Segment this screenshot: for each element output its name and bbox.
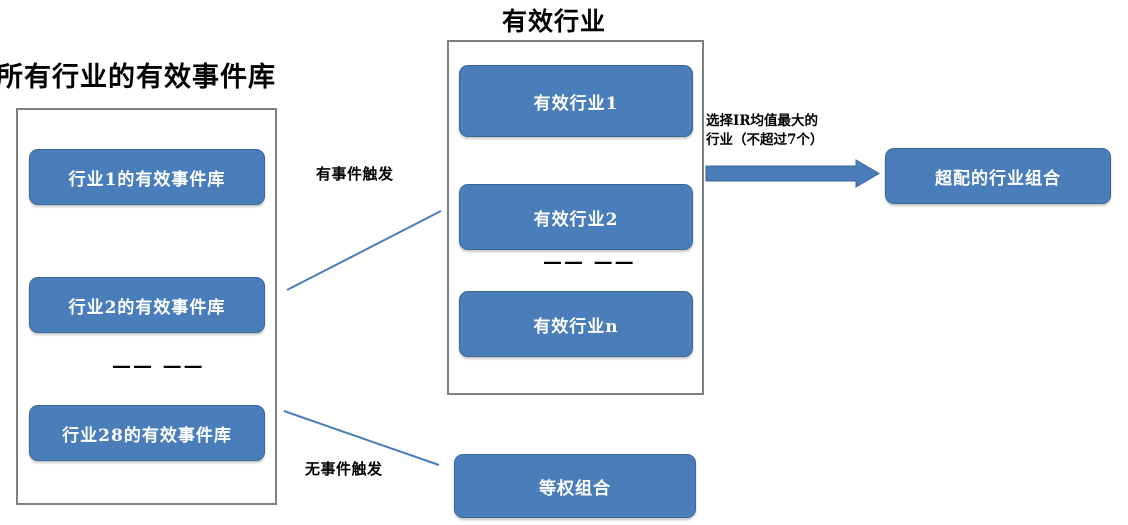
industry-event-library-2[interactable]: 行业2的有效事件库	[29, 277, 265, 333]
overweight-industry-portfolio[interactable]: 超配的行业组合	[885, 148, 1111, 204]
industry-event-library-1[interactable]: 行业1的有效事件库	[29, 149, 265, 205]
left-section-title: 所有行业的有效事件库	[0, 62, 276, 93]
edge-label-has-event: 有事件触发	[316, 165, 394, 183]
edge-label-no-event: 无事件触发	[305, 460, 383, 478]
industry-event-library-28[interactable]: 行业28的有效事件库	[29, 405, 265, 461]
equal-weight-portfolio[interactable]: 等权组合	[454, 454, 696, 518]
edge-label-select-ir-line1: 选择IR均值最大的	[706, 113, 819, 129]
effective-industry-n[interactable]: 有效行业n	[459, 291, 693, 357]
effective-industry-2[interactable]: 有效行业2	[459, 184, 693, 250]
arrow-select-ir	[705, 159, 880, 188]
connector-has-event	[286, 210, 442, 291]
middle-section-title: 有效行业	[502, 7, 607, 36]
middle-group-ellipsis: —— ——	[543, 251, 636, 273]
edge-label-select-ir: 选择IR均值最大的 行业（不超过7个）	[706, 112, 886, 150]
connector-no-event	[283, 410, 440, 466]
edge-label-select-ir-line2: 行业（不超过7个）	[706, 132, 824, 148]
effective-industry-1[interactable]: 有效行业1	[459, 65, 693, 137]
left-group-ellipsis: —— ——	[112, 355, 205, 377]
